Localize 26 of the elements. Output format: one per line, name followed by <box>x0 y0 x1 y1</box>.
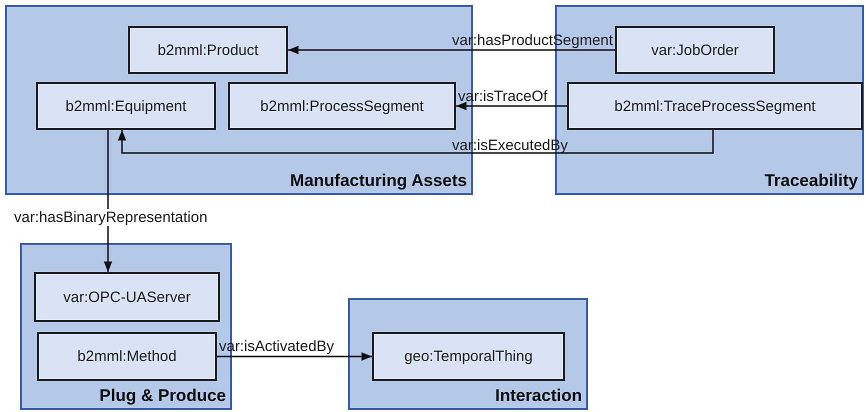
class-box <box>128 26 288 74</box>
class-box <box>228 82 456 130</box>
class-name: b2mml:Equipment <box>66 98 186 114</box>
group-panel <box>348 298 588 410</box>
class-name: b2mml:ProcessSegment <box>260 98 424 114</box>
group-title: Manufacturing Assets <box>290 171 467 191</box>
class-box <box>36 82 216 130</box>
class-name: b2mml:TraceProcessSegment <box>614 98 816 114</box>
arrow <box>118 130 714 154</box>
class-name: var:JobOrder <box>651 42 739 58</box>
arrow <box>288 46 615 54</box>
arrow <box>217 352 372 361</box>
class-name: b2mml:Method <box>77 348 177 365</box>
class-box <box>615 26 775 74</box>
class-name: geo:TemporalThing <box>404 348 533 365</box>
arrow <box>104 130 112 272</box>
class-box <box>567 82 863 130</box>
edge-label: var:hasBinaryRepresentation <box>14 209 208 226</box>
group-title: Traceability <box>764 171 858 191</box>
class-box <box>372 332 565 381</box>
group-title: Interaction <box>495 386 582 406</box>
class-box <box>34 272 220 322</box>
group-title: Plug & Produce <box>99 386 226 406</box>
class-box <box>37 332 217 381</box>
class-name: b2mml:Product <box>158 42 258 58</box>
class-name: var:OPC-UAServer <box>63 288 191 306</box>
